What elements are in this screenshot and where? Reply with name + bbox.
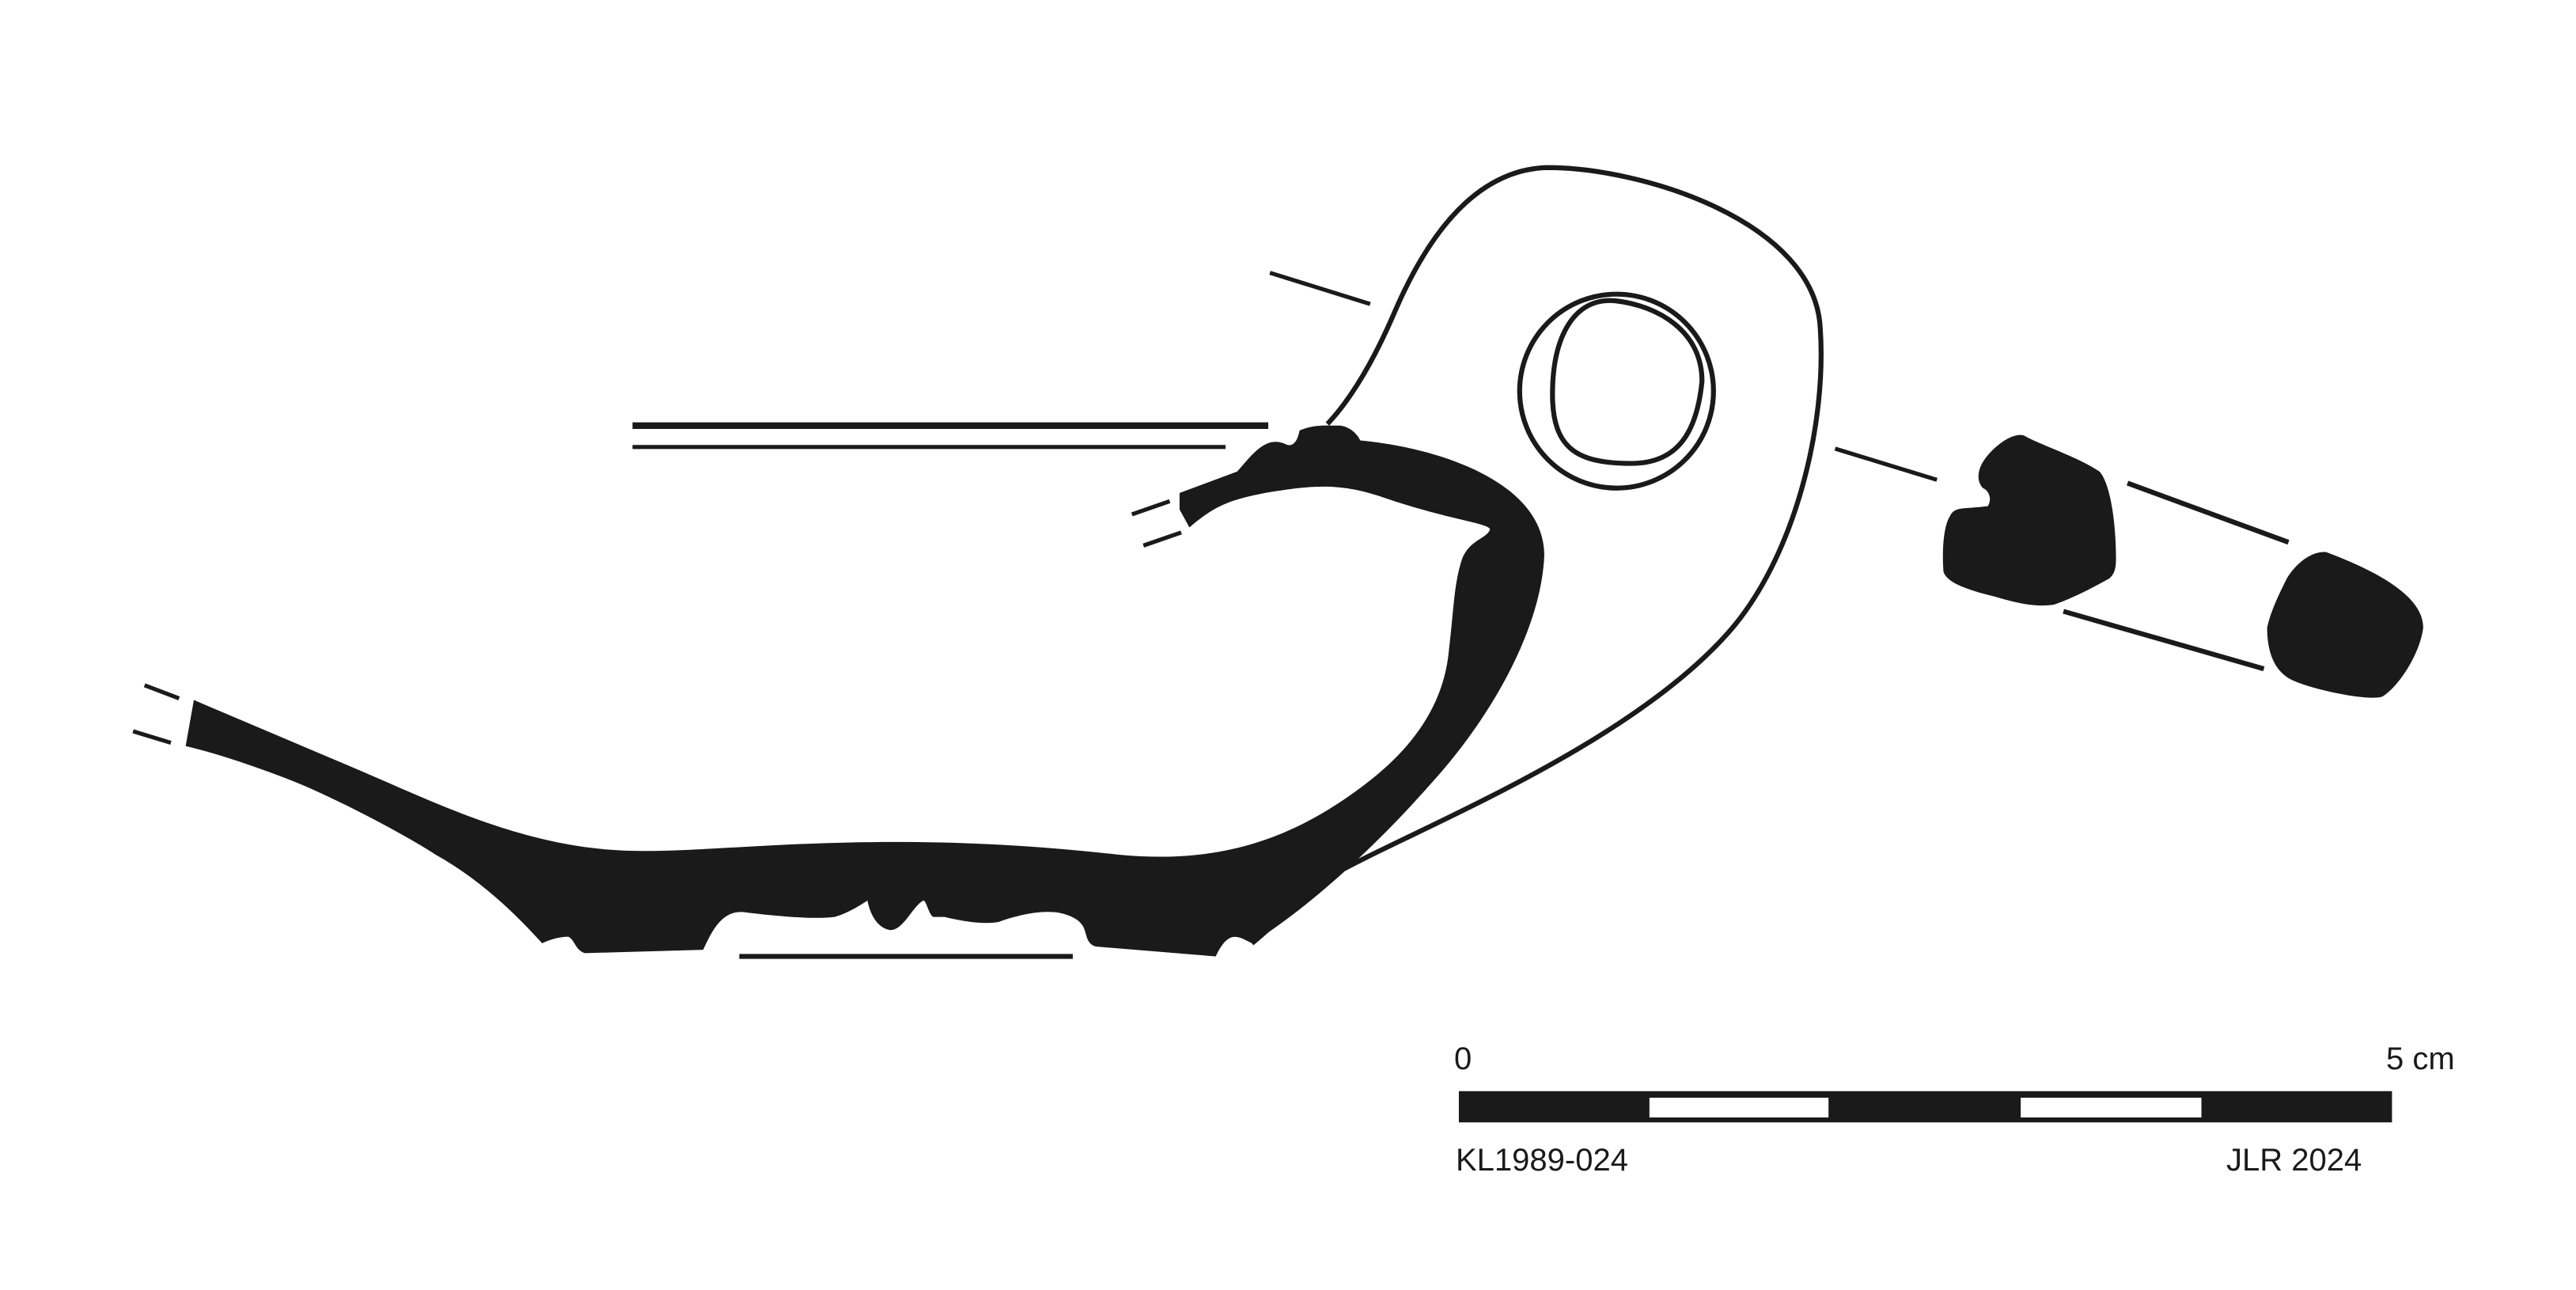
perforation-inner [1550,298,1705,466]
projection-line [132,729,172,746]
projection-line [143,683,180,700]
scale-start-label: 0 [1454,1041,1472,1076]
projection-line [2127,480,2290,545]
fragment-section-2 [2267,552,2423,698]
catalogue-number: KL1989-024 [1456,1143,1628,1178]
projection-line [1131,499,1171,517]
artifact-profile-section [185,425,1544,957]
artifact-outline [1250,165,1824,946]
fragment-section-1 [1942,434,2116,606]
projection-line [1142,530,1182,548]
projection-line [1834,446,1938,482]
scale-bar [1458,1091,2392,1123]
projection-line [1269,271,1371,306]
credit-label: JLR 2024 [2226,1143,2362,1178]
perforation-outer [1517,291,1716,491]
scale-bar-segment-4 [2021,1098,2202,1117]
projection-line [2063,609,2265,672]
scale-end-label: 5 cm [2386,1041,2455,1076]
scale-bar-segment-2 [1649,1098,1829,1117]
